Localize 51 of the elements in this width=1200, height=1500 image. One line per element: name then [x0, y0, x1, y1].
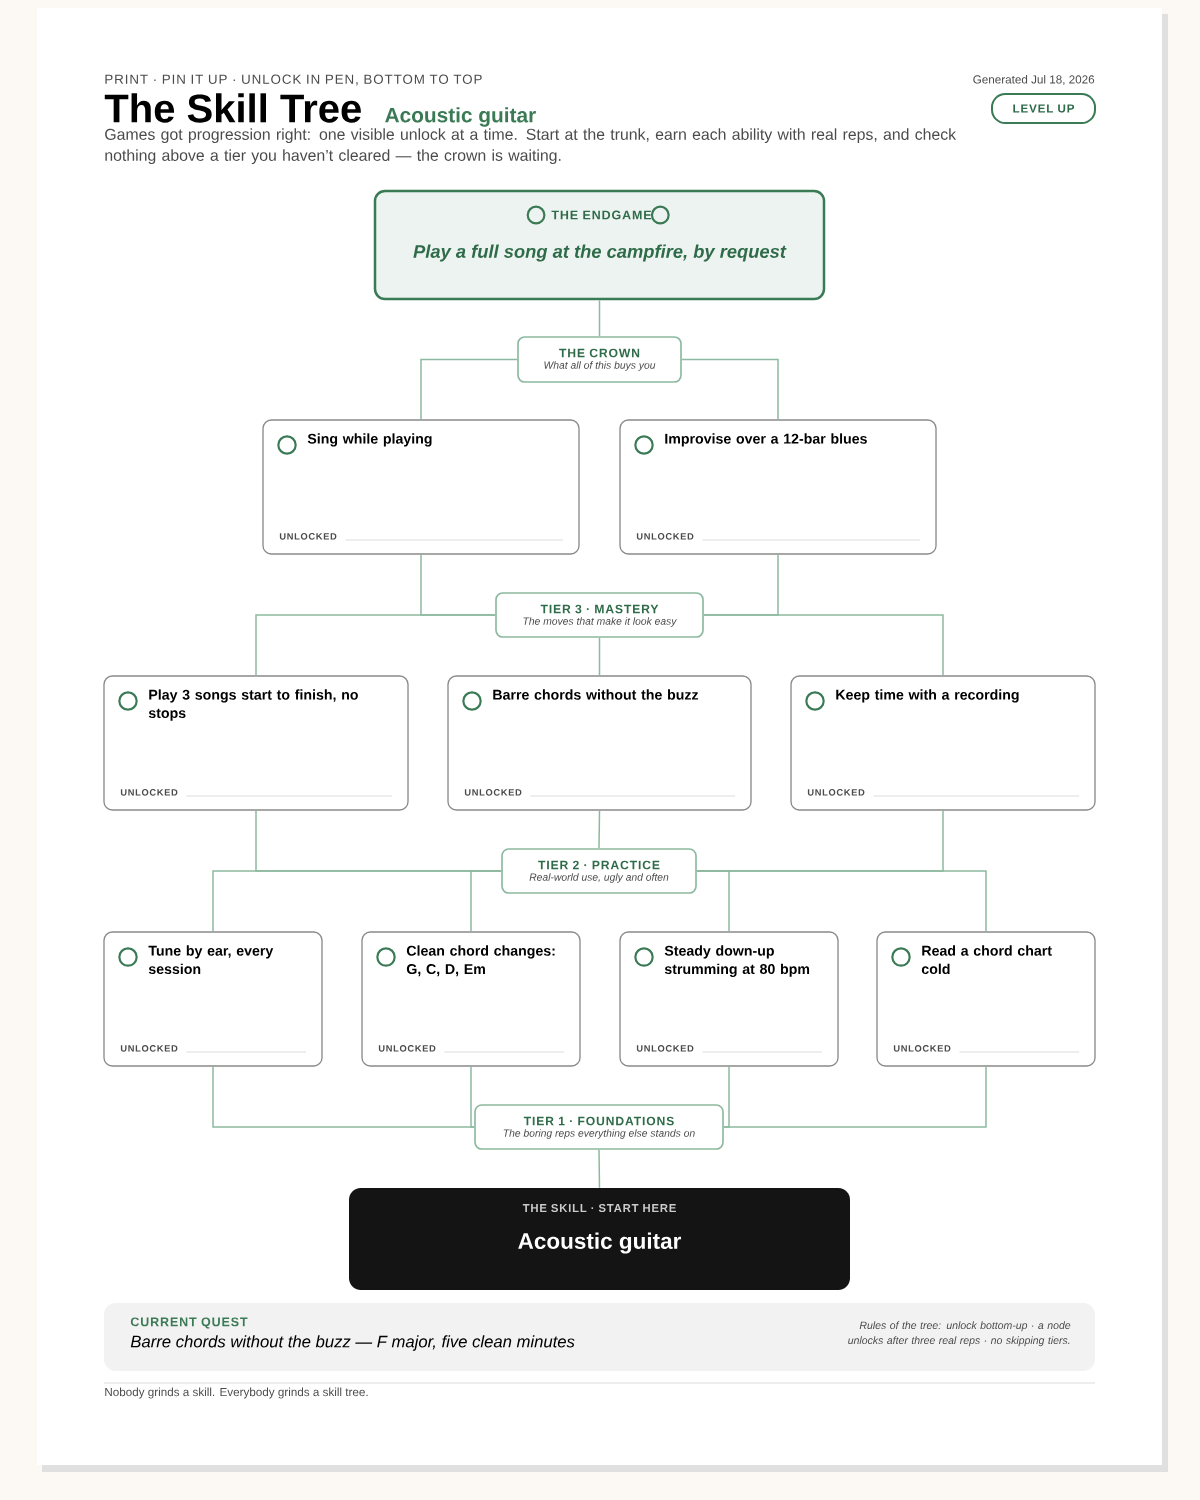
- status-label: UNLOCKED: [120, 789, 178, 796]
- tier-subtitle: Real-world use, ugly and often: [529, 873, 669, 883]
- title-text: The Skill Tree: [104, 93, 361, 123]
- root-title: Acoustic guitar: [518, 1232, 682, 1254]
- connector-line: [255, 614, 496, 677]
- intro-text: Games got progression right: one visible unlock at a time. Start at the trunk, earn each ability with real reps, and check nothing above a tier you haven’t cleared — the crown is waiting.: [105, 128, 957, 165]
- skill-title: Play 3 songs start to finish, no stops: [148, 689, 358, 721]
- status-label: UNLOCKED: [636, 533, 694, 540]
- status-label: UNLOCKED: [807, 789, 865, 796]
- tier-subtitle: The moves that make it look easy: [523, 617, 677, 627]
- footer-text: Nobody grinds a skill. Everybody grinds a skill tree.: [105, 1387, 368, 1399]
- quest-text: Barre chords without the buzz — F major, five clean minutes: [130, 1335, 575, 1351]
- rules-note: Rules of the tree: unlock bottom-up · a node unlocks after three real reps · no skipping tiers.: [848, 1321, 1071, 1347]
- subtitle-text: Acoustic guitar: [385, 107, 536, 127]
- skill-title: Barre chords without the buzz: [493, 689, 698, 700]
- status-label: UNLOCKED: [378, 1045, 436, 1052]
- connector-line: [723, 1065, 987, 1128]
- tier-subtitle: The boring reps everything else stands on: [503, 1129, 695, 1139]
- connector-line: [681, 358, 779, 421]
- status-label: UNLOCKED: [464, 789, 522, 796]
- tier-subtitle: What all of this buys you: [544, 361, 656, 371]
- connector-line: [598, 299, 601, 337]
- root-heading: THE SKILL · START HERE: [522, 1204, 676, 1212]
- level-badge: LEVEL UP: [991, 93, 1096, 124]
- status-label: UNLOCKED: [279, 533, 337, 540]
- skill-title: Keep time with a recording: [836, 689, 1019, 703]
- quest-heading: CURRENT QUEST: [130, 1317, 248, 1329]
- connector-line: [470, 870, 502, 933]
- connector-line: [470, 1065, 475, 1128]
- tier-heading: TIER 1 · FOUNDATIONS: [523, 1116, 674, 1126]
- skill-title: Steady down-up strumming at 80 bpm: [664, 945, 810, 977]
- skill-title: Clean chord changes: G, C, D, Em: [406, 945, 555, 977]
- connector-line: [703, 614, 944, 677]
- connector-line: [598, 809, 601, 849]
- connector-line: [598, 637, 601, 677]
- connector-line: [598, 1149, 601, 1189]
- connector-line: [696, 870, 987, 933]
- skill-title: Read a chord chart cold: [921, 945, 1052, 975]
- skill-title: Tune by ear, every session: [148, 945, 274, 975]
- tier-heading: TIER 2 · PRACTICE: [538, 860, 660, 870]
- goal-heading: THE ENDGAME: [551, 210, 652, 220]
- status-label: UNLOCKED: [636, 1045, 694, 1052]
- tier-heading: THE CROWN: [559, 348, 640, 358]
- goal-text: Play a full song at the campfire, by request: [413, 244, 787, 262]
- status-label: UNLOCKED: [893, 1045, 951, 1052]
- kicker-text: PRINT · PIN IT UP · UNLOCK IN PEN, BOTTOM TO TOP: [105, 74, 482, 86]
- connector-line: [420, 358, 518, 421]
- tier-heading: TIER 3 · MASTERY: [540, 604, 659, 614]
- status-label: UNLOCKED: [120, 1045, 178, 1052]
- skill-title: Improvise over a 12-bar blues: [665, 433, 867, 447]
- skill-title: Sing while playing: [307, 433, 432, 447]
